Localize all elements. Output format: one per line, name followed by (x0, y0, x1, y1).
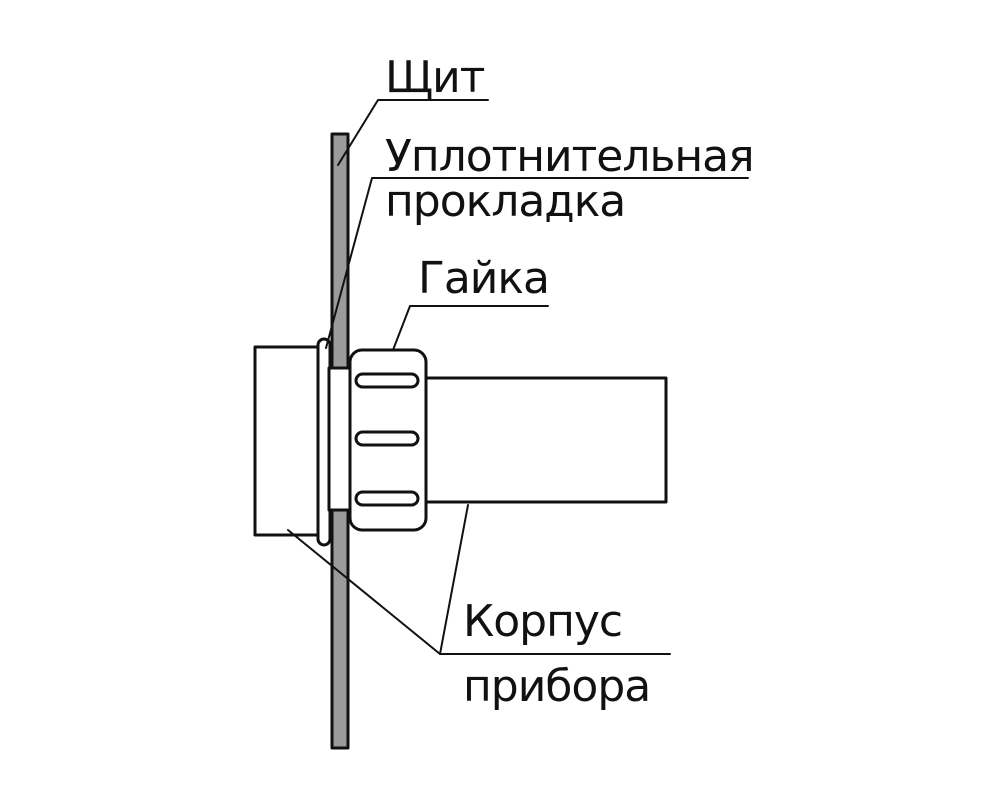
body-label-line1: Корпус (463, 596, 623, 647)
leader-line-panel (337, 99, 489, 166)
nut-slot (354, 372, 420, 389)
gasket-label-line2: прокладка (385, 176, 626, 227)
body-label-line2: прибора (463, 661, 651, 712)
nut-slot (354, 490, 420, 507)
device-front-housing (253, 345, 327, 537)
panel-label: Щит (385, 52, 485, 103)
leader-line-gasket (325, 177, 749, 349)
leader-line-body-branch (439, 504, 469, 655)
nut-label: Гайка (418, 253, 550, 304)
leader-line-nut (392, 305, 549, 351)
gasket-label-line1: Уплотнительная (385, 131, 755, 182)
device-rear-housing (418, 376, 668, 504)
nut-slot (354, 430, 420, 447)
